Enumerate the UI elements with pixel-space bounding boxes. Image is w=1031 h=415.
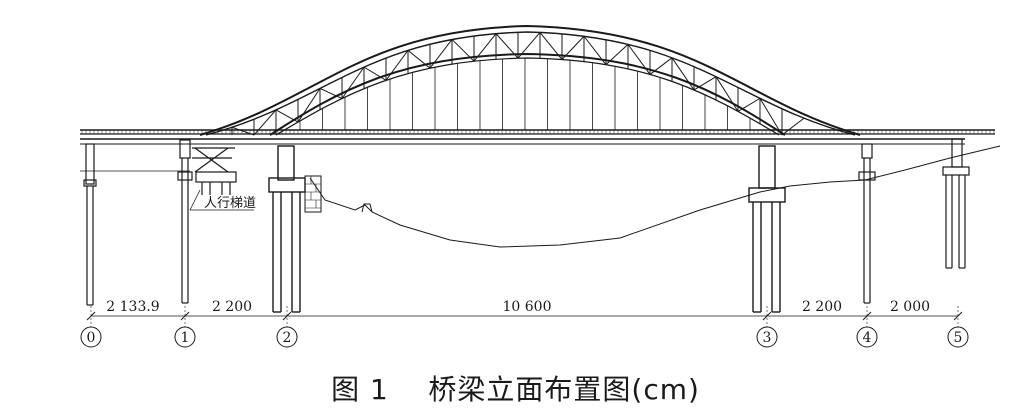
pier-5 (942, 138, 970, 269)
axis-circle (856, 326, 878, 348)
arch-lower-chord-inner (275, 57, 780, 136)
axis-circle (756, 326, 778, 348)
axis-label: 3 (763, 330, 772, 346)
bridge-deck (80, 129, 995, 145)
span-1-2: 2 200 (212, 299, 252, 315)
figure-caption: 图 1 桥梁立面布置图(cm) (0, 368, 1031, 408)
axis-circle (80, 326, 102, 348)
figure-number: 图 1 (331, 373, 389, 406)
pier-1 (177, 139, 193, 304)
hanger-lines (299, 58, 751, 130)
span-2-3: 10 600 (503, 299, 552, 315)
arch-hangers (299, 58, 751, 130)
pier-3 (748, 145, 786, 313)
arch-lower-chord (269, 52, 786, 136)
pier-2 (268, 145, 306, 313)
arch-truss-web (231, 32, 805, 136)
span-4-5: 2 000 (890, 299, 930, 315)
pedestrian-stair (189, 147, 254, 211)
axis-circle (276, 326, 298, 348)
truss-web-members (231, 32, 805, 136)
pier-0 (83, 143, 97, 306)
axis-circle (947, 326, 969, 348)
axis-label: 0 (87, 330, 96, 346)
axis-label: 5 (954, 330, 963, 346)
axis-label: 2 (283, 330, 292, 346)
figure-title: 桥梁立面布置图(cm) (428, 373, 700, 406)
axis-label: 4 (863, 330, 872, 346)
abutment-masonry (304, 175, 322, 213)
ground-profile (309, 145, 1001, 248)
axis-markers: 0 1 2 3 4 5 (80, 306, 969, 348)
stair-label: 人行梯道 (204, 196, 256, 211)
span-3-4: 2 200 (802, 299, 842, 315)
arch-upper-chord-inner (205, 31, 856, 136)
arch-upper-chord (199, 24, 861, 136)
span-0-1: 2 133.9 (106, 299, 159, 315)
axis-circle (174, 326, 196, 348)
pier-4 (858, 143, 876, 304)
axis-label: 1 (181, 330, 190, 346)
ground-notch (361, 203, 373, 213)
